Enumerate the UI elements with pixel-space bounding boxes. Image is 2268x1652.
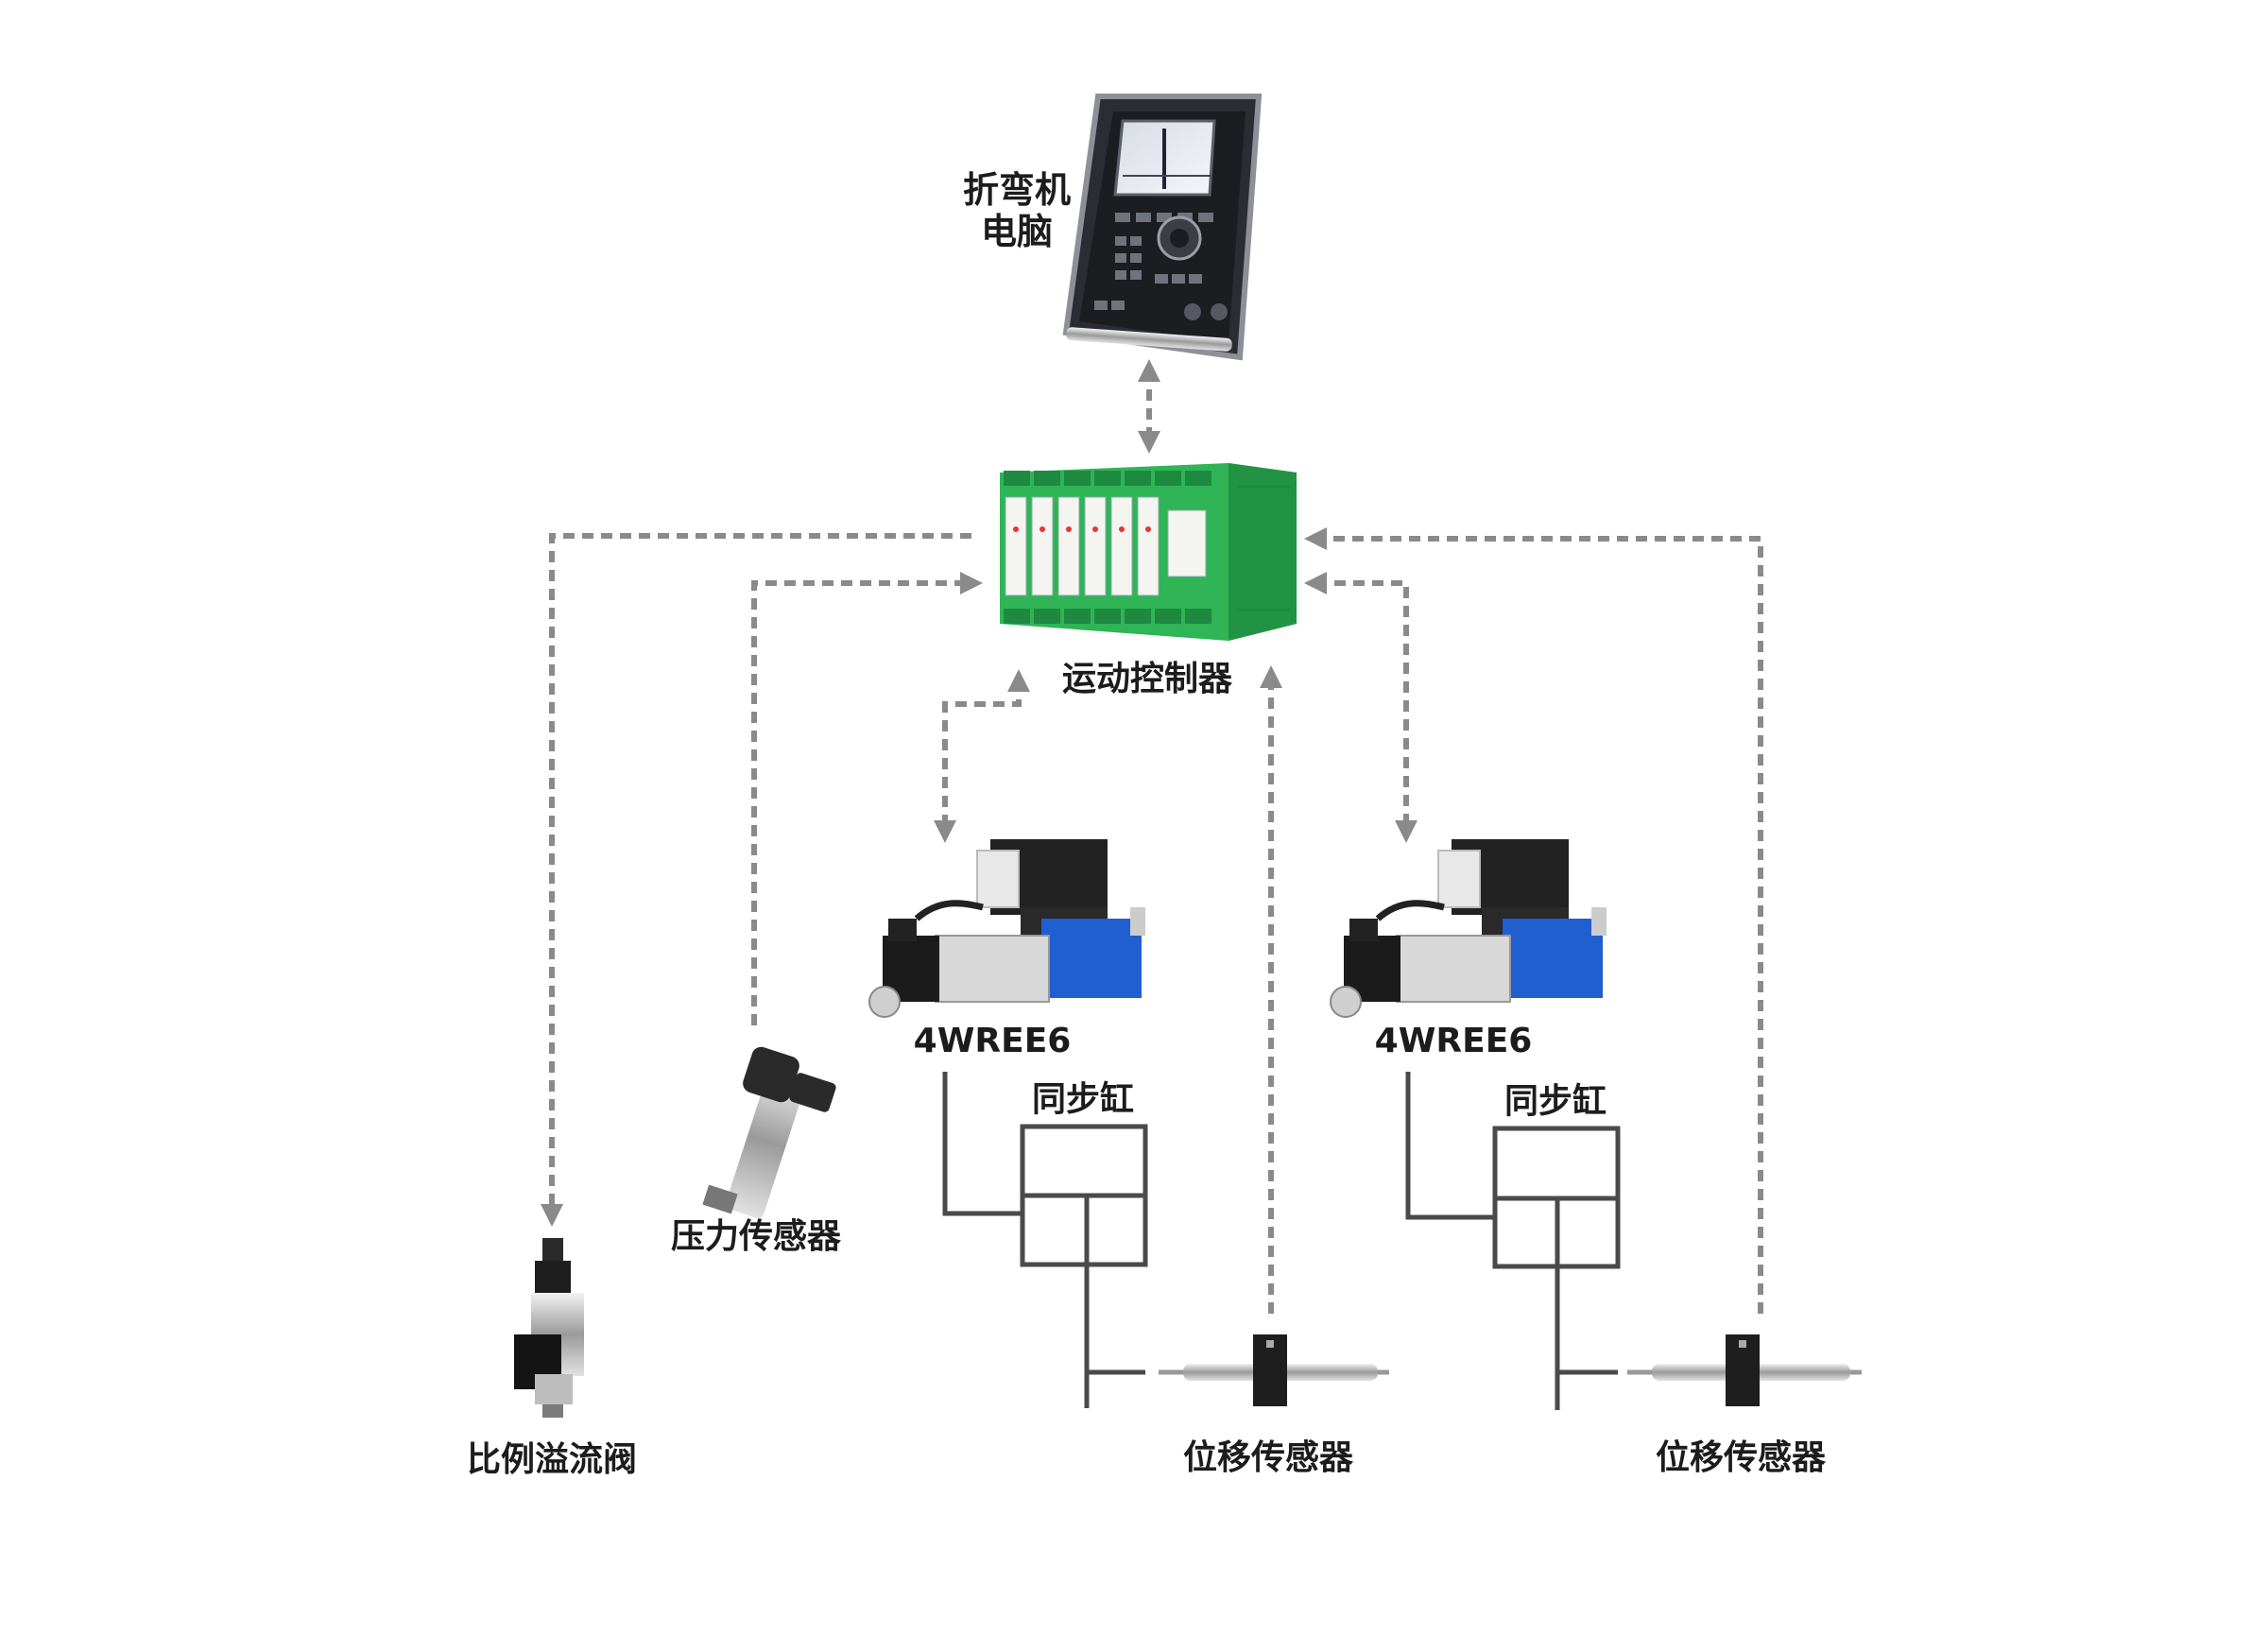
valve-left-label: 4WREE6: [914, 1022, 1072, 1060]
motion-controller-icon: [1000, 463, 1297, 641]
cylinder-left-label: 同步缸: [1032, 1079, 1134, 1119]
bending-machine-computer-icon: [1062, 94, 1263, 361]
link-right-disp-sensor-controller: [1304, 527, 1763, 1314]
link-controller-left-valve: [934, 669, 1030, 843]
relief-valve-label: 比例溢流阀: [467, 1440, 637, 1479]
valve-right-label: 4WREE6: [1375, 1022, 1533, 1060]
cylinder-right-label: 同步缸: [1504, 1081, 1606, 1121]
controller-label: 运动控制器: [1062, 660, 1233, 698]
link-controller-right-valve: [1304, 572, 1418, 843]
pressure-sensor-icon: [702, 1046, 836, 1219]
displacement-sensor-right-icon: [1627, 1334, 1862, 1406]
connection-lines: [541, 359, 1763, 1314]
displacement-sensor-left-icon: [1159, 1334, 1389, 1406]
disp-sensor-right-label: 位移传感器: [1656, 1438, 1827, 1477]
link-controller-relief-valve: [541, 533, 971, 1227]
pressure-sensor-label: 压力传感器: [671, 1217, 842, 1256]
servo-valve-left-icon: [868, 839, 1145, 1018]
disp-sensor-left-label: 位移传感器: [1183, 1438, 1354, 1477]
link-pressure-sensor-controller: [751, 572, 983, 1025]
proportional-relief-valve-icon: [514, 1238, 584, 1418]
servo-valve-right-icon: [1330, 839, 1606, 1018]
computer-label-line1: 折弯机: [963, 169, 1071, 211]
hydraulic-cylinder-right-icon: [1405, 1072, 1621, 1410]
hydraulic-cylinder-left-icon: [942, 1072, 1148, 1408]
computer-label-line2: 电脑: [981, 211, 1053, 252]
